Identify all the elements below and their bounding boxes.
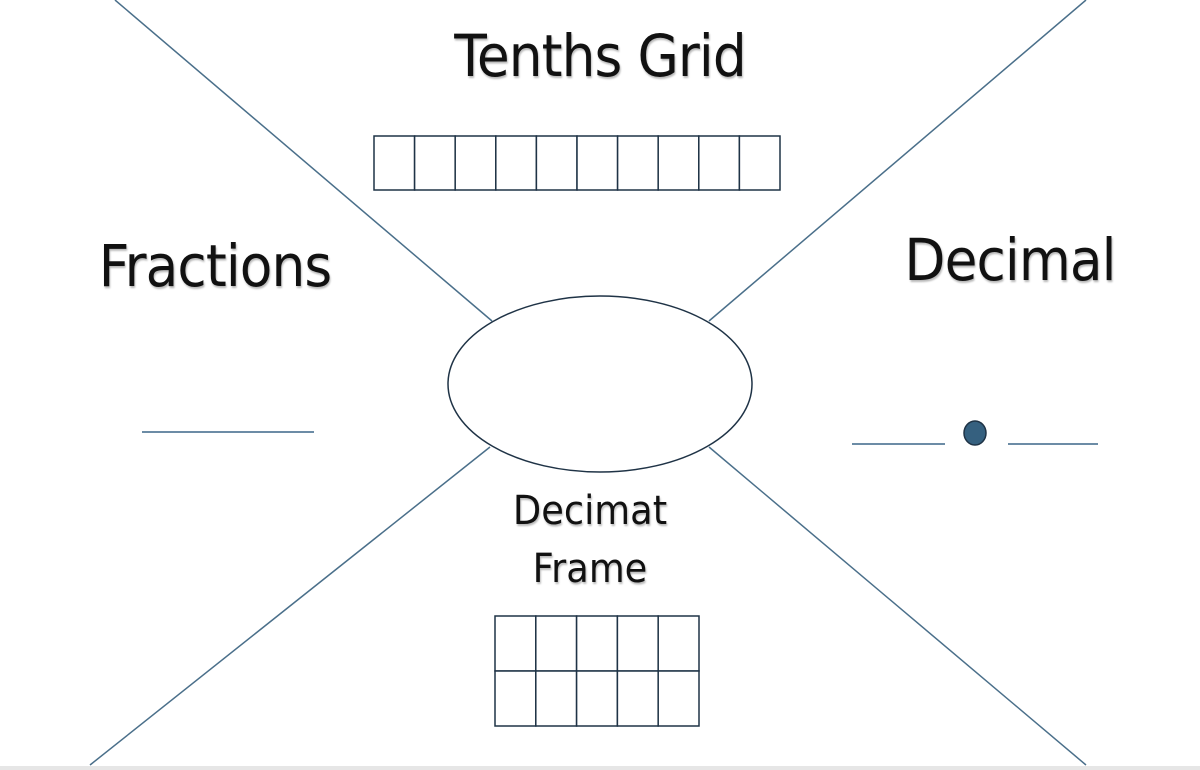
tenths-grid-cell: [535, 135, 578, 191]
decimat-frame-title-line-2: Frame: [532, 546, 648, 592]
diagonal-line-upper-left: [114, 0, 493, 322]
tenths-grid-cell: [373, 135, 416, 191]
decimal-title: Decimal: [904, 226, 1116, 294]
tenths-grid-cell: [413, 135, 456, 191]
decimat-frame-cell: [494, 670, 537, 727]
tenths-grid-cell: [495, 135, 538, 191]
tenths-grid-cell: [698, 135, 741, 191]
decimal-point-dot: [963, 420, 987, 446]
decimat-frame-title: Decimat Frame: [480, 482, 701, 598]
decimat-frame-cell: [657, 670, 700, 727]
decimat-frame-cell: [494, 615, 537, 672]
tenths-grid: [373, 135, 781, 191]
decimat-frame-cell: [535, 615, 578, 672]
tenths-grid-title: Tenths Grid: [454, 22, 746, 90]
diagonal-line-upper-right: [708, 0, 1087, 322]
decimat-frame-cell: [616, 615, 659, 672]
tenths-grid-cell: [576, 135, 619, 191]
decimat-frame-title-line-1: Decimat: [512, 488, 668, 534]
center-oval: [447, 295, 753, 473]
bottom-edge-strip: [0, 766, 1200, 770]
tenths-grid-cell: [616, 135, 659, 191]
diagonal-line-lower-left: [89, 446, 491, 766]
tenths-grid-cell: [738, 135, 781, 191]
decimat-frame-cell: [535, 670, 578, 727]
decimat-frame-cell: [657, 615, 700, 672]
diagonal-line-lower-right: [708, 446, 1087, 766]
fractions-title: Fractions: [98, 232, 332, 300]
decimat-frame-cell: [575, 615, 619, 672]
decimat-frame-cell: [575, 670, 619, 727]
tenths-grid-cell: [454, 135, 497, 191]
decimat-frame-cell: [616, 670, 659, 727]
decimat-frame-grid: [494, 615, 700, 727]
tenths-grid-cell: [657, 135, 700, 191]
